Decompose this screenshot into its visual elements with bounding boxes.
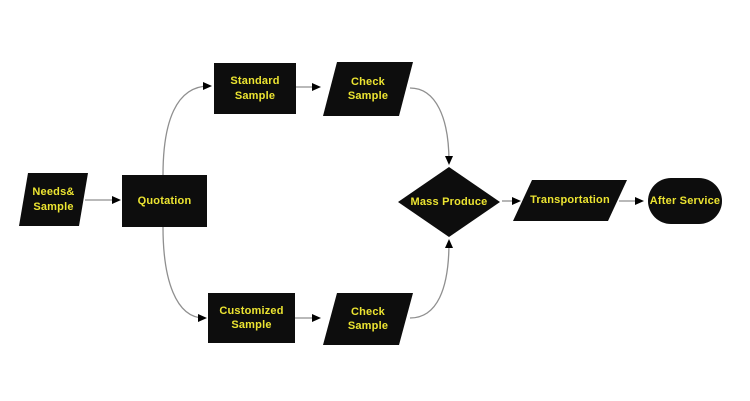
node-check-sample-top: Check Sample [323,62,413,116]
node-check-sample-bottom: Check Sample [323,293,413,345]
node-after-service: After Service [648,178,722,224]
connector-quotation-to-standard-sample [162,82,212,176]
node-customized-sample: Customized Sample [208,293,295,343]
connector-check-sample-bottom-to-mass-produce [409,239,453,319]
node-quotation: Quotation [122,175,207,227]
node-standard-sample: Standard Sample [214,63,296,114]
node-transportation: Transportation [513,180,627,221]
node-needs-sample: Needs& Sample [19,173,88,226]
connector-quotation-to-customized-sample [162,226,207,322]
connector-check-sample-top-to-mass-produce [409,87,453,165]
